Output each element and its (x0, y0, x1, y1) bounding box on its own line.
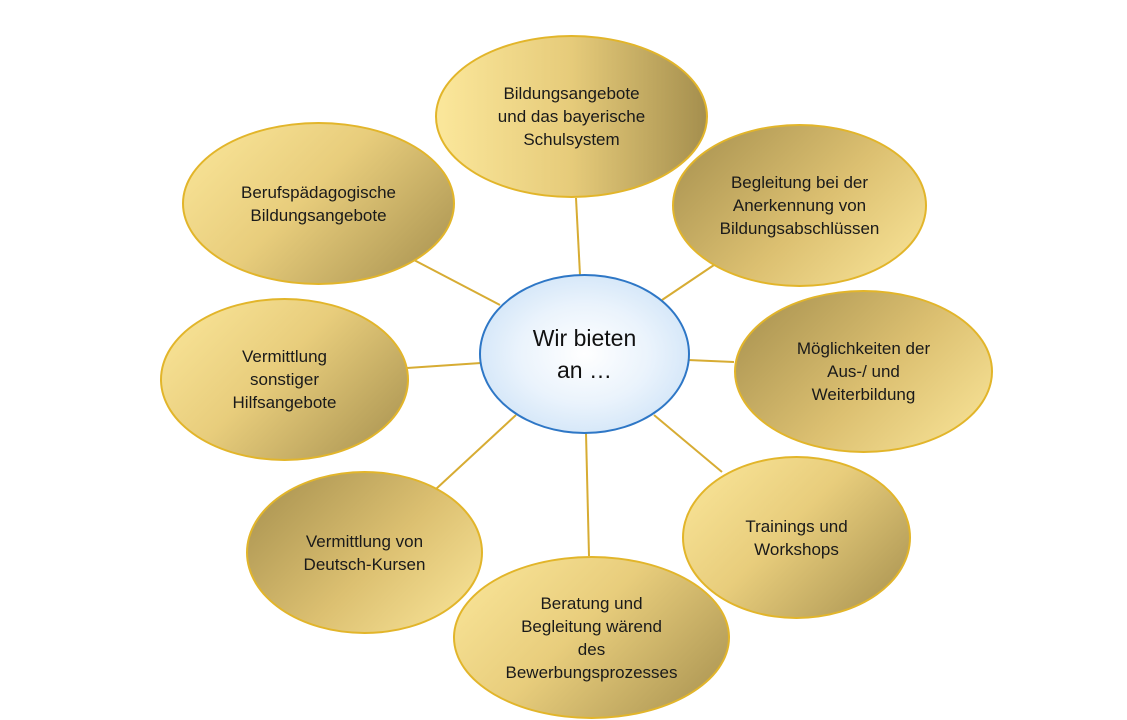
center-node: Wir bieten an … (479, 274, 690, 434)
node-bewerbungsprozess: Beratung und Begleitung wärend des Bewer… (453, 556, 730, 719)
connector-trainings-workshops (653, 414, 723, 473)
connector-berufspaedagogisch (413, 259, 501, 306)
connector-hilfsangebote (406, 362, 482, 369)
connector-aus-weiterbildung (687, 359, 735, 363)
node-anerkennung: Begleitung bei der Anerkennung von Bildu… (672, 124, 927, 287)
node-deutsch-kurse: Vermittlung von Deutsch-Kursen (246, 471, 483, 634)
node-aus-weiterbildung: Möglichkeiten der Aus-/ und Weiterbildun… (734, 290, 993, 453)
connector-anerkennung (661, 264, 715, 301)
connector-deutsch-kurse (435, 414, 517, 490)
connector-bewerbungsprozess (585, 432, 590, 557)
node-trainings-workshops: Trainings und Workshops (682, 456, 911, 619)
node-berufspaedagogisch: Berufspädagogische Bildungsangebote (182, 122, 455, 285)
node-bildungsangebote-schulsystem: Bildungsangebote und das bayerische Schu… (435, 35, 708, 198)
connector-bildungsangebote-schulsystem (575, 197, 581, 276)
node-hilfsangebote: Vermittlung sonstiger Hilfsangebote (160, 298, 409, 461)
